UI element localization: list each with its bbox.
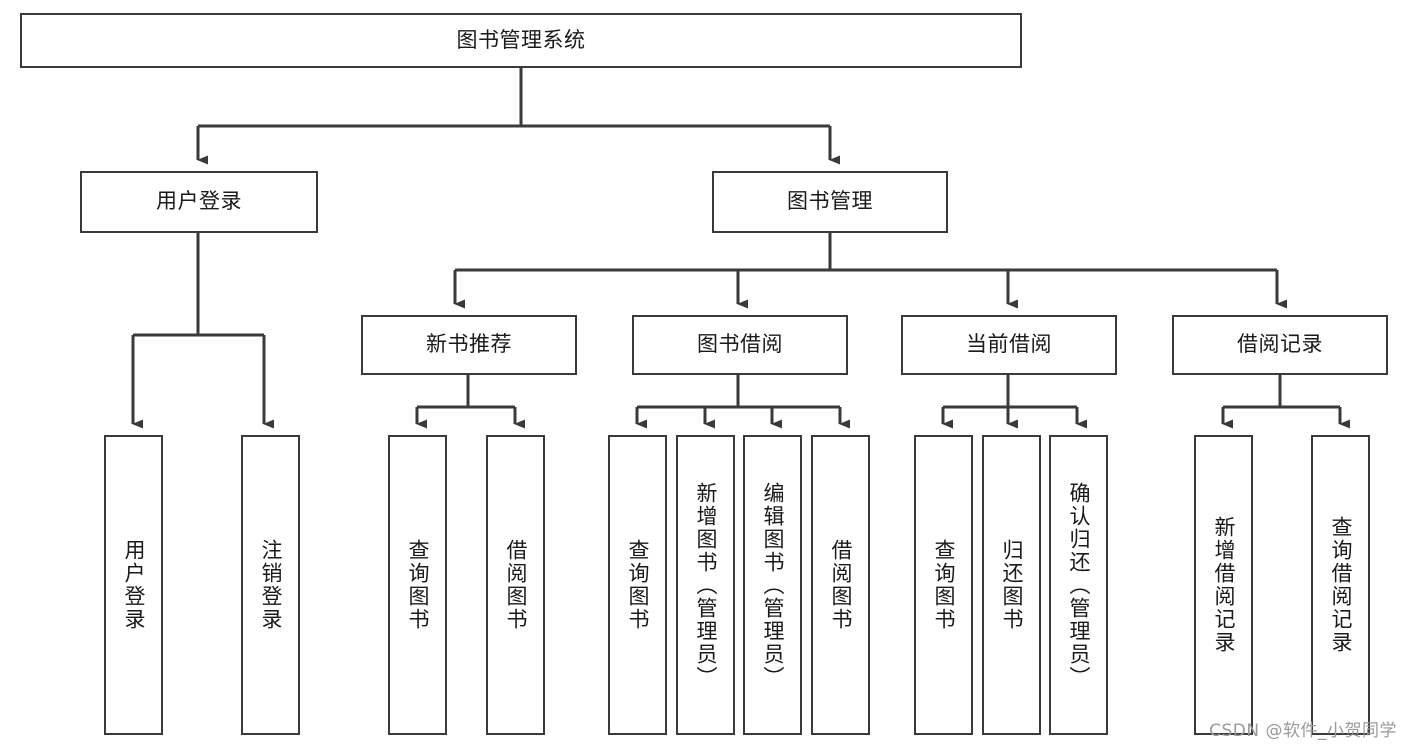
- node-leaf-borrow-book-1[interactable]: 借阅图书: [486, 435, 545, 735]
- node-leaf-return-book[interactable]: 归还图书: [982, 435, 1041, 735]
- node-root[interactable]: 图书管理系统: [20, 13, 1022, 68]
- node-leaf-add-record[interactable]: 新增借阅记录: [1194, 435, 1253, 735]
- node-new-book-recommend[interactable]: 新书推荐: [361, 315, 577, 375]
- node-leaf-query-book-3-label: 查询图书: [931, 539, 956, 631]
- node-leaf-edit-book-label: 编辑图书（管理员）: [760, 481, 785, 689]
- node-leaf-user-login-label: 用户登录: [121, 539, 146, 631]
- node-leaf-return-book-label: 归还图书: [999, 539, 1024, 631]
- node-book-borrow[interactable]: 图书借阅: [632, 315, 848, 375]
- node-leaf-query-record[interactable]: 查询借阅记录: [1311, 435, 1370, 735]
- node-book-borrow-label: 图书借阅: [697, 332, 783, 357]
- node-book-management-label: 图书管理: [787, 189, 873, 214]
- node-user-login[interactable]: 用户登录: [80, 171, 318, 233]
- node-leaf-confirm-return-label: 确认归还（管理员）: [1066, 481, 1091, 689]
- node-current-borrow[interactable]: 当前借阅: [901, 315, 1117, 375]
- node-leaf-logout-label: 注销登录: [258, 539, 283, 631]
- node-leaf-borrow-book-2-label: 借阅图书: [828, 539, 853, 631]
- node-leaf-query-book-3[interactable]: 查询图书: [914, 435, 973, 735]
- node-book-management[interactable]: 图书管理: [712, 171, 948, 233]
- node-leaf-confirm-return[interactable]: 确认归还（管理员）: [1049, 435, 1108, 735]
- node-current-borrow-label: 当前借阅: [966, 332, 1052, 357]
- node-leaf-add-record-label: 新增借阅记录: [1211, 516, 1236, 654]
- watermark: CSDN @软件_小贺同学: [1209, 721, 1397, 741]
- node-leaf-borrow-book-1-label: 借阅图书: [503, 539, 528, 631]
- node-leaf-query-book-1-label: 查询图书: [405, 539, 430, 631]
- node-leaf-logout[interactable]: 注销登录: [241, 435, 300, 735]
- node-leaf-add-book-label: 新增图书（管理员）: [693, 481, 718, 689]
- node-borrow-record[interactable]: 借阅记录: [1172, 315, 1388, 375]
- node-leaf-add-book[interactable]: 新增图书（管理员）: [676, 435, 735, 735]
- node-new-book-recommend-label: 新书推荐: [426, 332, 512, 357]
- node-user-login-label: 用户登录: [156, 189, 242, 214]
- node-leaf-user-login[interactable]: 用户登录: [104, 435, 163, 735]
- node-leaf-query-book-2-label: 查询图书: [625, 539, 650, 631]
- node-borrow-record-label: 借阅记录: [1237, 332, 1323, 357]
- node-leaf-borrow-book-2[interactable]: 借阅图书: [811, 435, 870, 735]
- node-leaf-query-book-1[interactable]: 查询图书: [388, 435, 447, 735]
- node-leaf-edit-book[interactable]: 编辑图书（管理员）: [743, 435, 802, 735]
- node-leaf-query-record-label: 查询借阅记录: [1328, 516, 1353, 654]
- node-leaf-query-book-2[interactable]: 查询图书: [608, 435, 667, 735]
- node-root-label: 图书管理系统: [456, 27, 586, 52]
